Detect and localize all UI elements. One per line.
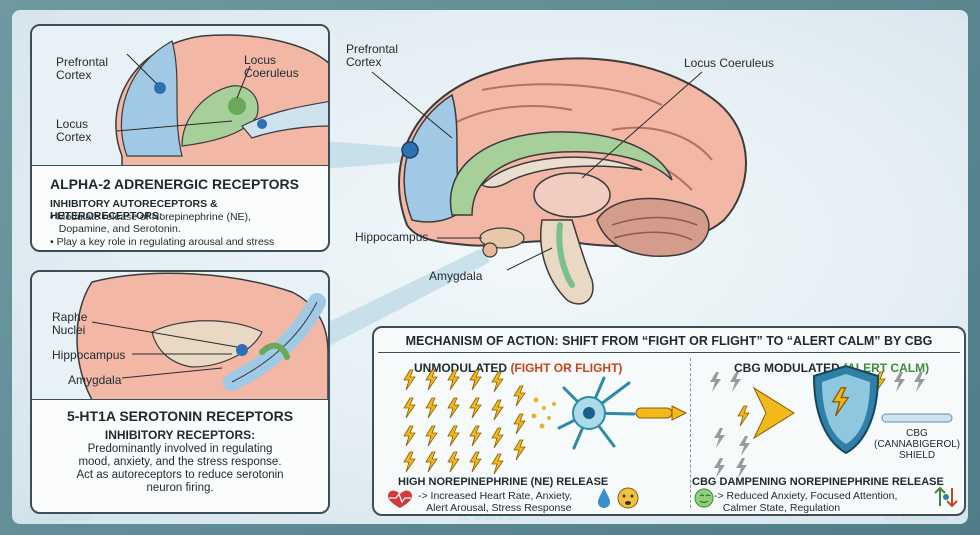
- left-result-text: -> Increased Heart Rate, Anxiety, Alert …: [418, 490, 573, 514]
- ht1a-body: Predominantly involved in regulating moo…: [76, 443, 284, 494]
- anxious-face-icon: [617, 487, 639, 509]
- ht1a-title: 5-HT1A SEROTONIN RECEPTORS: [66, 408, 294, 424]
- mechanism-split: [690, 358, 691, 508]
- brain-label-amygdala: Amygdala: [429, 269, 483, 283]
- alpha2-label-locus-coeruleus: Locus Coeruleus: [244, 53, 299, 80]
- brain-illustration: [312, 57, 747, 355]
- balance-arrows-icon: [934, 486, 958, 508]
- ht1a-label-raphe: Raphe Nuclei: [52, 310, 88, 337]
- alpha2-title: ALPHA-2 ADRENERGIC RECEPTORS: [50, 176, 299, 192]
- brain-label-locus-coeruleus: Locus Coeruleus: [684, 56, 775, 70]
- cbg-shield-label: CBG (CANNABIGEROL) SHIELD: [874, 428, 961, 461]
- diagram-canvas: SC Botanicals SC Botanicals SC Botanical…: [12, 10, 968, 524]
- water-drop-icon: [598, 488, 610, 508]
- left-result-title: HIGH NOREPINEPHRINE (NE) RELEASE: [398, 476, 609, 488]
- watermark: SC Botanicals: [457, 10, 520, 12]
- watermark: SC Botanicals: [30, 10, 93, 12]
- ht1a-label-hippocampus: Hippocampus: [52, 348, 126, 362]
- alpha2-bullet: • Play a key role in regulating arousal …: [50, 236, 275, 250]
- watermark: SC Botanicals: [884, 512, 947, 523]
- brain-label-prefrontal: Prefrontal Cortex: [346, 42, 399, 69]
- heart-pulse-icon: [388, 490, 412, 508]
- mechanism-title: MECHANISM OF ACTION: SHIFT FROM “FIGHT O…: [405, 334, 933, 348]
- watermark: SC Botanicals: [884, 10, 947, 12]
- watermark: SC Botanicals: [30, 512, 93, 523]
- watermark: SC Botanicals: [457, 512, 520, 523]
- alpha2-label-prefrontal: Prefrontal Cortex: [56, 55, 109, 82]
- mechanism-divider: [378, 352, 960, 353]
- ht1a-subtitle: INHIBITORY RECEPTORS:: [104, 428, 256, 442]
- alpha2-subtitle: INHIBITORY AUTORECEPTORS & HETERORECEPTO…: [50, 198, 218, 222]
- ht1a-brain-illustration: [32, 272, 328, 400]
- alpha2-brain-illustration: [32, 26, 328, 166]
- alpha2-card: Prefrontal Cortex Locus Coeruleus Locus …: [30, 24, 330, 252]
- mechanism-illustration: [403, 364, 953, 478]
- calm-face-icon: [694, 488, 714, 508]
- alpha2-bullet: • Modulate release of Norepinephrine (NE…: [50, 211, 251, 235]
- result-icons: [388, 486, 958, 509]
- right-result-title: CBG DAMPENING NOREPINEPHRINE RELEASE: [692, 476, 944, 488]
- alpha2-label-locus-cortex: Locus Cortex: [56, 117, 92, 144]
- unmodulated-heading: UNMODULATED (FIGHT OR FLIGHT): [414, 361, 623, 375]
- ht1a-label-amygdala: Amygdala: [68, 373, 122, 387]
- mechanism-panel: MECHANISM OF ACTION: SHIFT FROM “FIGHT O…: [372, 326, 966, 516]
- right-result-text: -> Reduced Anxiety, Focused Attention, C…: [714, 490, 898, 514]
- brain-label-hippocampus: Hippocampus: [355, 230, 429, 244]
- ht1a-card: Raphe Nuclei Hippocampus Amygdala 5-HT1A…: [30, 270, 330, 514]
